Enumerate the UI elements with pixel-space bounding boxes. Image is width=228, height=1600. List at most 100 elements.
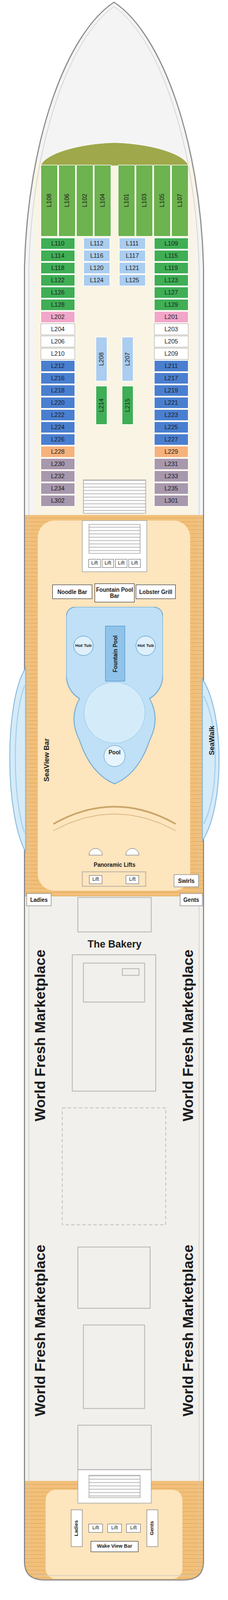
aft-lobby [77,1468,152,1502]
cabin: L123 [154,274,189,286]
stairs [88,1473,141,1496]
cabin: L105 [153,164,171,237]
cabin-label: L225 [164,423,178,430]
venue-label: World Fresh Marketplace [32,948,49,1121]
cabin: L102 [76,164,94,237]
cabin: L225 [154,420,189,433]
cabin-label: L207 [124,352,131,366]
venue-label: World Fresh Marketplace [180,948,197,1121]
bar-box: Lobster Grill [135,583,176,599]
cabin: L204 [40,323,76,335]
cabin: L211 [154,359,189,372]
cabin: L230 [40,457,76,470]
cabin-label: L209 [164,349,178,357]
stairs [88,523,141,553]
cabin: L301 [154,494,189,507]
pool-label: Pool [66,748,163,755]
cabin: L116 [83,249,111,262]
cabin: L216 [40,372,76,384]
hot-tub-label: Hot Tub [137,642,155,648]
lift-box-label: Lift [92,1523,99,1530]
venue-label: Swirls [177,876,195,884]
cabin: L117 [119,249,146,262]
cabin-label: L101 [122,193,130,207]
restroom-label: Gents [183,895,200,902]
glass-bulge [10,667,27,851]
cabin-label: L122 [51,276,65,284]
cabin: L205 [154,335,189,348]
cabin: L222 [40,408,76,421]
cabin: L212 [40,359,76,372]
lift-box-label: Lift [91,559,98,566]
venue-label: World Fresh Marketplace [32,1243,49,1416]
cabin-label: L104 [98,193,106,207]
servery-outline [77,1245,151,1307]
cabin-label: L125 [125,276,140,284]
bar-box-label: Noodle Bar [57,588,87,595]
lift-label: Panoramic Lifts [93,860,136,867]
cabin-label: L109 [164,239,178,247]
deck-rail [53,813,176,830]
cabin-label: L215 [124,398,131,412]
cabin: L208 [95,336,108,381]
cabin-label: L102 [81,193,88,207]
lift-box: Lift [88,558,101,568]
cabin-label: L204 [51,325,65,332]
cabin: L202 [40,310,76,323]
cabin-label: L114 [51,251,65,259]
cabin-label: L214 [97,398,105,412]
cabin-label: L210 [51,349,65,357]
venue-label: World Fresh Marketplace [180,1243,197,1416]
servery-outline [83,1323,145,1407]
cabin-label: L106 [63,193,71,207]
cabin: L210 [40,347,76,360]
cabin-label: L120 [90,264,104,271]
lift-box: Lift [88,1522,103,1531]
cabin: L233 [154,469,189,482]
lift-box: Lift [115,558,128,568]
cabin-label: L221 [164,398,178,406]
bakery-outline [72,953,156,1090]
cabin-label: L124 [90,276,104,284]
core-outline [77,896,152,931]
cabin: L124 [83,274,111,286]
cabin-label: L202 [51,313,65,320]
lift-box: Lift [107,1522,122,1531]
counter-outline [83,962,145,1001]
lift-lobby [82,519,147,572]
cabin: L220 [40,396,76,409]
cabin-label: L231 [164,459,178,467]
cabin: L219 [154,384,189,396]
lift-box-label: Lift [130,1523,137,1530]
cabin-label: L126 [51,288,65,296]
bar-box-label: Fountain Pool Bar [95,586,135,599]
lift-box-label: Lift [92,875,99,882]
cabin: L214 [95,385,108,425]
cabin: L209 [154,347,189,360]
cabin: L126 [40,286,76,299]
panoramic-lift [125,847,140,855]
cabin: L226 [40,433,76,445]
cabin-label: L218 [51,386,65,394]
cabin: L120 [83,261,111,274]
bar-box-label: Wake View Bar [96,1542,133,1548]
forward-band [40,142,189,166]
restroom [146,1508,158,1545]
bar-box-label: Lobster Grill [139,588,172,595]
glass-ring [15,685,26,832]
pool: PoolHot TubFountain PoolHot Tub [66,606,163,785]
cabin-label: L232 [51,472,65,479]
cabin: L227 [154,433,189,445]
cabin-label: L123 [164,276,178,284]
cabin: L207 [121,336,134,381]
cabin-label: L211 [164,362,178,369]
cabin-label: L119 [164,264,178,271]
cabin: L215 [121,385,134,425]
cabin: L106 [58,164,76,237]
cabin-label: L103 [140,193,148,207]
panoramic-lift [88,847,103,855]
glass-bulge [202,678,220,840]
core-outline [77,1423,152,1469]
cabin: L127 [154,286,189,299]
